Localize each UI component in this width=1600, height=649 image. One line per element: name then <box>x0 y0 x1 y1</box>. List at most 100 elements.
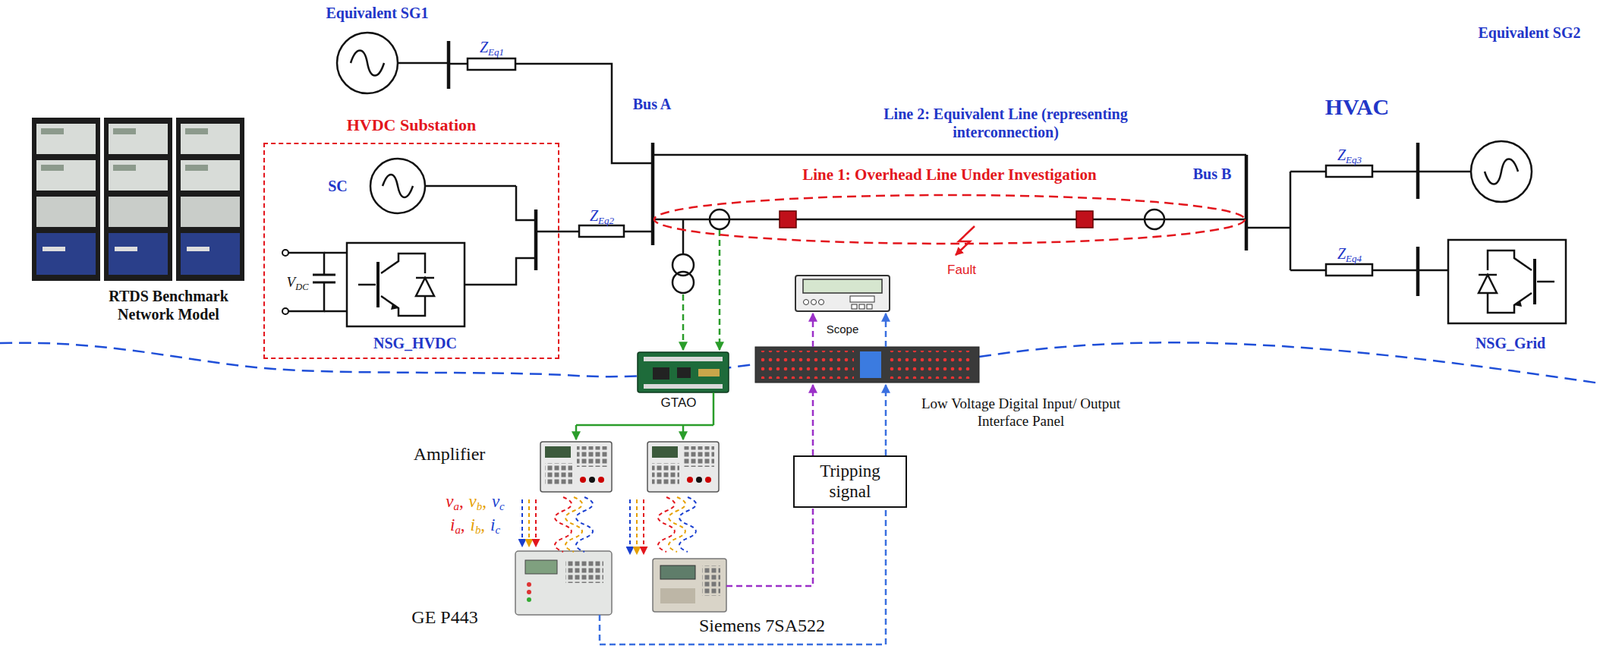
symbol-text: i <box>450 515 455 535</box>
bus-label: Bus B <box>1193 164 1232 183</box>
rtds-rack <box>186 246 210 252</box>
amplified-signal <box>522 497 697 555</box>
symbol-text: Z <box>1337 146 1346 164</box>
rtds-rack <box>36 160 96 191</box>
network-wires <box>652 154 1247 157</box>
symbol-text: i <box>469 515 475 535</box>
formula-label: ZEq4 <box>1337 244 1362 263</box>
network-wires <box>535 230 580 234</box>
rtds-rack <box>31 117 101 281</box>
protection-equipment <box>709 209 730 230</box>
trip-signal-line <box>726 313 813 586</box>
fault-label: Fault <box>947 262 977 278</box>
symbol-text: , <box>460 515 466 535</box>
rtds-rack <box>108 160 168 191</box>
device-label: Siemens 7SA522 <box>699 614 826 637</box>
symbol-text: Z <box>1337 245 1346 262</box>
relay-device <box>526 597 532 602</box>
bus-bars <box>651 142 656 246</box>
generator-symbols <box>1470 141 1532 202</box>
amplified-signal <box>658 497 675 552</box>
generator-label: Equivalent SG1 <box>325 3 429 23</box>
rtds-rack <box>113 164 136 171</box>
generator-symbols <box>337 32 1532 214</box>
generator-symbols <box>350 50 385 76</box>
symbol-text: V <box>286 274 297 290</box>
trip-signal-line <box>726 507 813 586</box>
symbol-text: v <box>445 491 454 511</box>
network-wires <box>623 230 653 234</box>
subscript-text: Eq2 <box>598 214 615 227</box>
rtds-rack <box>36 233 96 275</box>
subscript-text: b <box>476 500 482 514</box>
symbol-text: , <box>481 491 487 511</box>
symbol-text: Z <box>589 207 599 224</box>
subscript-text: c <box>499 500 505 514</box>
network-wires <box>1289 171 1292 271</box>
relay-device <box>660 588 696 604</box>
scope-device <box>851 304 857 309</box>
formula-label: ia,ib,ic <box>450 514 501 536</box>
analog-output-wires <box>576 392 714 440</box>
io-panel <box>761 350 854 379</box>
gtao-board <box>643 356 723 362</box>
impedance-boxes <box>1325 264 1373 276</box>
relay-device <box>652 558 727 612</box>
bus-bars <box>1416 142 1421 199</box>
network-wires <box>285 252 325 275</box>
relay-device <box>702 565 721 596</box>
gtao-board <box>698 368 720 377</box>
amplified-signal <box>554 497 572 552</box>
amplifier-device <box>686 476 693 483</box>
gtao-board <box>637 352 729 393</box>
condenser-label: SC <box>327 176 348 196</box>
amplified-signal <box>629 499 631 555</box>
amplifier-device <box>598 476 605 483</box>
rtds-rack <box>180 233 240 275</box>
region-heading: HVDC Substation <box>173 115 649 136</box>
protection-equipment <box>779 211 797 228</box>
scope-device <box>795 275 890 312</box>
protection-equipment <box>1144 209 1165 230</box>
amplifier-device <box>544 446 571 458</box>
amplifier-device <box>576 446 608 467</box>
amplified-signal <box>565 497 583 552</box>
analog-output-wires <box>576 424 714 427</box>
network-wires <box>324 251 347 255</box>
network-wires <box>312 274 336 277</box>
rtds-rack <box>185 164 208 171</box>
gtao-board <box>677 367 691 378</box>
relay-device <box>515 551 727 615</box>
network-wires <box>448 62 468 66</box>
rack-caption: RTDS Benchmark Network Model <box>85 286 252 324</box>
converter-symbols <box>346 242 465 327</box>
symbol-text: v <box>469 491 477 511</box>
rtds-rack <box>176 117 245 281</box>
relay-device <box>515 551 612 615</box>
rtds-rack <box>114 246 138 252</box>
generator-symbols <box>382 174 413 198</box>
formula-label: va,vb,vc <box>445 491 505 513</box>
trip-signal-line <box>812 384 815 456</box>
protection-equipment <box>1076 211 1093 228</box>
impedance-boxes <box>579 225 624 237</box>
scope-device <box>803 299 810 306</box>
network-wires <box>1372 269 1418 272</box>
converter-label: NSG_HVDC <box>373 333 457 353</box>
io-panel <box>859 351 882 378</box>
formula-label: ZEq3 <box>1337 145 1362 164</box>
line-label: Line 2: Equivalent Line (representing in… <box>876 104 1135 142</box>
generator-symbols <box>370 158 426 214</box>
amplifier-device <box>651 446 678 458</box>
amplified-signal <box>528 499 530 547</box>
impedance-boxes <box>467 58 516 70</box>
amplifier-device <box>683 446 715 467</box>
formula-label: ZEq2 <box>589 206 615 225</box>
network-wires <box>312 281 336 284</box>
network-wires <box>1372 170 1418 174</box>
measurement-signal <box>682 294 685 350</box>
amplifier-device <box>588 476 596 483</box>
rtds-rack <box>108 123 168 155</box>
gtao-board <box>652 367 670 380</box>
